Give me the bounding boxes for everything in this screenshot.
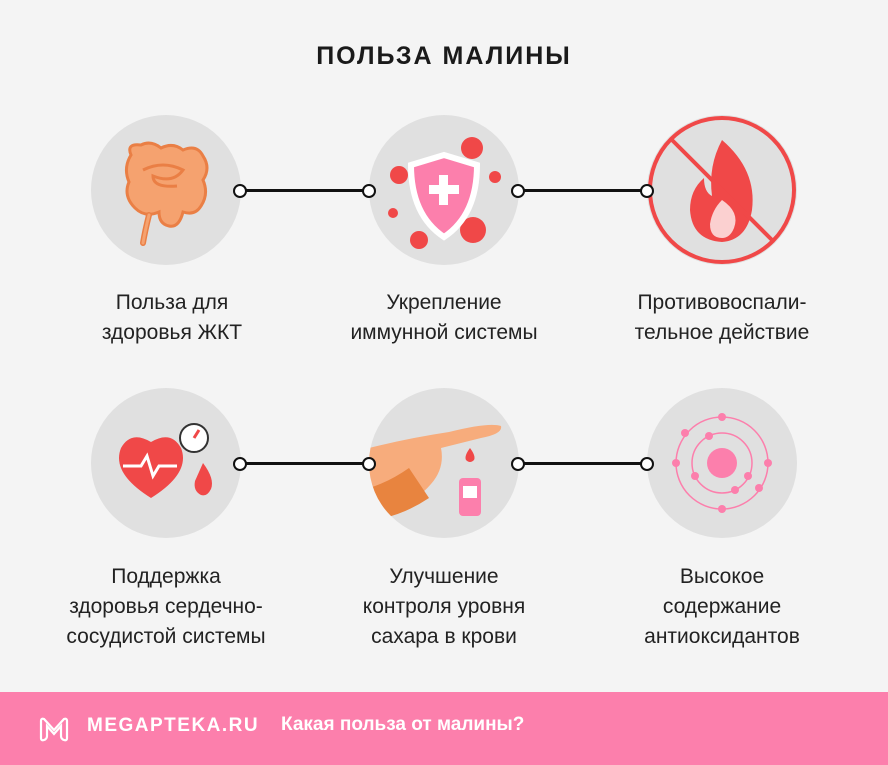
connector-dot [511, 457, 525, 471]
connector-dot [362, 184, 376, 198]
antioxidant-atom-icon [647, 388, 797, 538]
no-fire-icon [647, 115, 797, 265]
connector-line [241, 462, 369, 465]
connector-line [241, 189, 369, 192]
page-title: ПОЛЬЗА МАЛИНЫ [316, 42, 572, 70]
megapteka-logo-icon [39, 717, 69, 742]
connector-dot [640, 184, 654, 198]
heart-pressure-icon [91, 388, 241, 538]
shield-virus-icon [369, 115, 519, 265]
connector-dot [233, 457, 247, 471]
connector-dot [362, 457, 376, 471]
footer-bar: MEGAPTEKA.RU Какая польза от малины? [0, 692, 888, 765]
benefit-label-anti-inflammatory: Противовоспали-тельное действие [634, 291, 810, 344]
connector-line [519, 189, 647, 192]
connector-dot [233, 184, 247, 198]
glucose-test-icon [369, 388, 519, 538]
connector-dot [511, 184, 525, 198]
footer-question: Какая польза от малины? [281, 714, 525, 735]
brand-name: MEGAPTEKA.RU [87, 715, 260, 736]
connector-dot [640, 457, 654, 471]
intestines-icon [91, 115, 241, 265]
connector-line [519, 462, 647, 465]
